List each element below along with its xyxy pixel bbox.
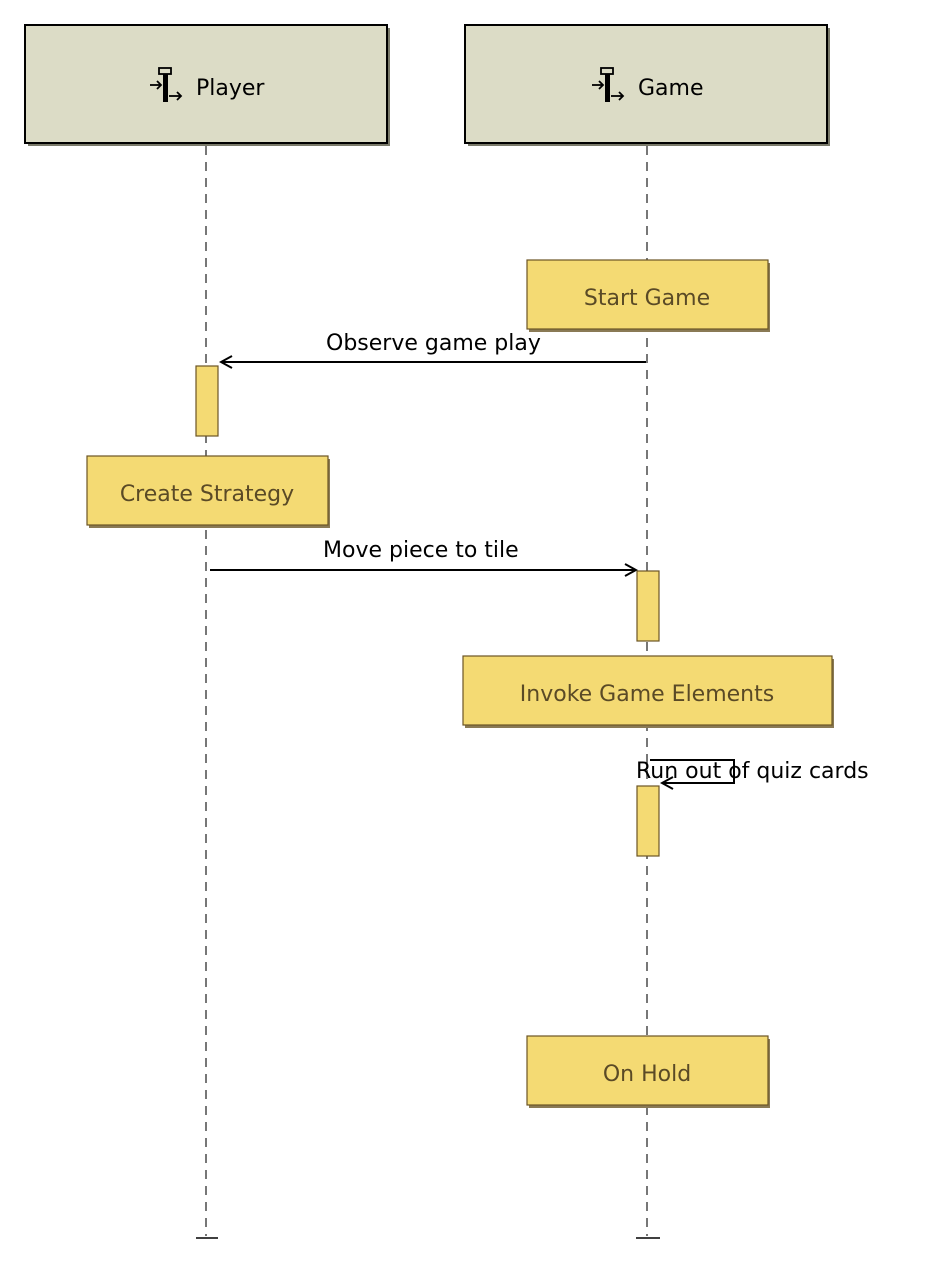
message-move-piece-to-tile-label: Move piece to tile (323, 538, 519, 563)
message-observe-game-play-label: Observe game play (326, 331, 541, 356)
lifeline-game-name: Game (638, 76, 704, 101)
message-run-out-of-quiz-cards-label: Run out of quiz cards (636, 759, 869, 784)
state-start-game-label: Start Game (584, 286, 710, 311)
state-invoke-game-elements[interactable]: Invoke Game Elements (462, 655, 834, 728)
activation-bar-game (636, 570, 660, 642)
message-move-piece-to-tile[interactable]: Move piece to tile (210, 538, 636, 570)
lifeline-role-icon (150, 67, 183, 102)
state-invoke-game-elements-label: Invoke Game Elements (520, 682, 774, 707)
activation-bar-player (195, 365, 219, 437)
state-create-strategy[interactable]: Create Strategy (86, 455, 330, 528)
state-start-game[interactable]: Start Game (526, 259, 770, 332)
activation-bar-game-self (636, 785, 660, 857)
lifeline-header-player[interactable]: Player (24, 24, 390, 146)
state-on-hold[interactable]: On Hold (526, 1035, 770, 1108)
message-observe-game-play[interactable]: Observe game play (221, 331, 646, 362)
state-on-hold-label: On Hold (603, 1062, 691, 1087)
lifeline-role-icon (592, 67, 625, 102)
message-run-out-of-quiz-cards[interactable]: Run out of quiz cards (636, 759, 869, 784)
lifeline-header-game[interactable]: Game (464, 24, 830, 146)
lifeline-player-name: Player (196, 76, 265, 101)
state-create-strategy-label: Create Strategy (120, 482, 294, 507)
